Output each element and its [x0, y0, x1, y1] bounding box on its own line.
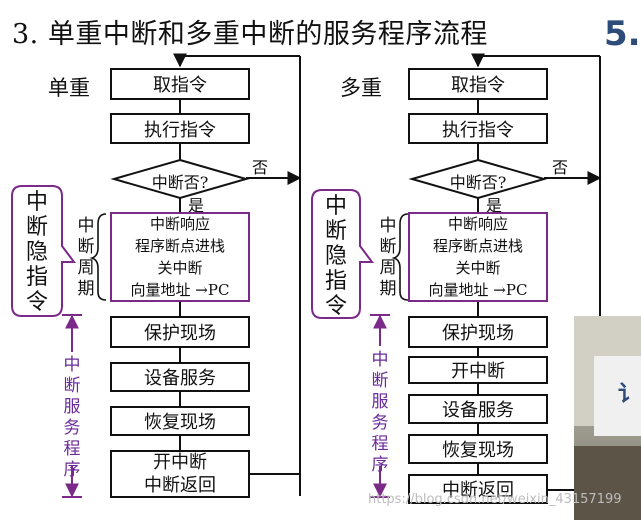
right-step-service: 设备服务	[408, 394, 548, 424]
left-bubble-shape	[11, 185, 76, 317]
left-step-final: 开中断 中断返回	[110, 450, 250, 498]
left-cycle-brace	[89, 213, 107, 301]
video-overlay: 讠	[574, 316, 641, 520]
left-step-save: 保护现场	[110, 316, 250, 348]
right-label: 多重	[340, 76, 382, 100]
left-cycle-line: 关中断	[157, 259, 203, 277]
left-cycle-line: 程序断点进栈	[134, 237, 225, 255]
left-bubble-text: 中断隐指令	[25, 190, 48, 315]
left-cycle-line: 向量地址 →PC	[130, 281, 230, 299]
left-yes-label: 是	[188, 196, 205, 215]
right-step-execute: 执行指令	[408, 113, 548, 144]
left-step-fetch: 取指令	[110, 68, 250, 100]
right-step-fetch: 取指令	[408, 68, 548, 100]
right-cycle-line: 程序断点进栈	[432, 237, 523, 255]
left-step-execute: 执行指令	[110, 113, 250, 144]
left-decision-diamond	[110, 158, 250, 200]
right-bubble-shape	[311, 189, 374, 319]
right-bubble-text: 中断隐指令	[324, 194, 347, 319]
right-step-restore: 恢复现场	[408, 434, 548, 464]
right-decision-diamond	[408, 158, 548, 200]
video-glyph: 讠	[618, 382, 641, 407]
video-floor	[574, 446, 641, 520]
left-step-restore: 恢复现场	[110, 406, 250, 436]
video-screen	[594, 356, 641, 436]
right-yes-label: 是	[486, 196, 503, 215]
left-final-line: 中断返回	[144, 475, 216, 496]
left-flow-lines	[173, 53, 302, 496]
left-interrupt-cycle-box: 中断响应 程序断点进栈 关中断 向量地址 →PC	[110, 212, 250, 302]
right-step-enable: 开中断	[408, 356, 548, 384]
right-step-save: 保护现场	[408, 316, 548, 348]
right-step-return: 中断返回	[408, 474, 548, 504]
right-service-label: 中断服务程序	[371, 350, 389, 475]
right-cycle-line: 向量地址 →PC	[428, 281, 528, 299]
watermark: https://blog.csdn.net/weixin_43157199	[368, 492, 622, 507]
right-no-label: 否	[552, 158, 569, 177]
left-cycle-line: 中断响应	[149, 215, 210, 233]
slide-title: 3. 单重中断和多重中断的服务程序流程	[12, 19, 488, 50]
right-interrupt-cycle-box: 中断响应 程序断点进栈 关中断 向量地址 →PC	[408, 212, 548, 302]
right-cycle-line: 中断响应	[447, 215, 508, 233]
right-cycle-label: 中断周期	[379, 216, 397, 299]
slide-number: 5.	[604, 14, 641, 54]
left-cycle-label: 中断周期	[77, 216, 95, 299]
left-final-line: 开中断	[153, 452, 207, 473]
left-label: 单重	[48, 76, 90, 100]
left-decision-text: 中断否?	[151, 173, 209, 192]
right-cycle-brace	[391, 213, 409, 301]
left-step-service: 设备服务	[110, 362, 250, 392]
right-decision-text: 中断否?	[449, 173, 507, 192]
left-no-label: 否	[252, 158, 269, 177]
right-cycle-line: 关中断	[455, 259, 501, 277]
left-service-label: 中断服务程序	[63, 355, 81, 480]
